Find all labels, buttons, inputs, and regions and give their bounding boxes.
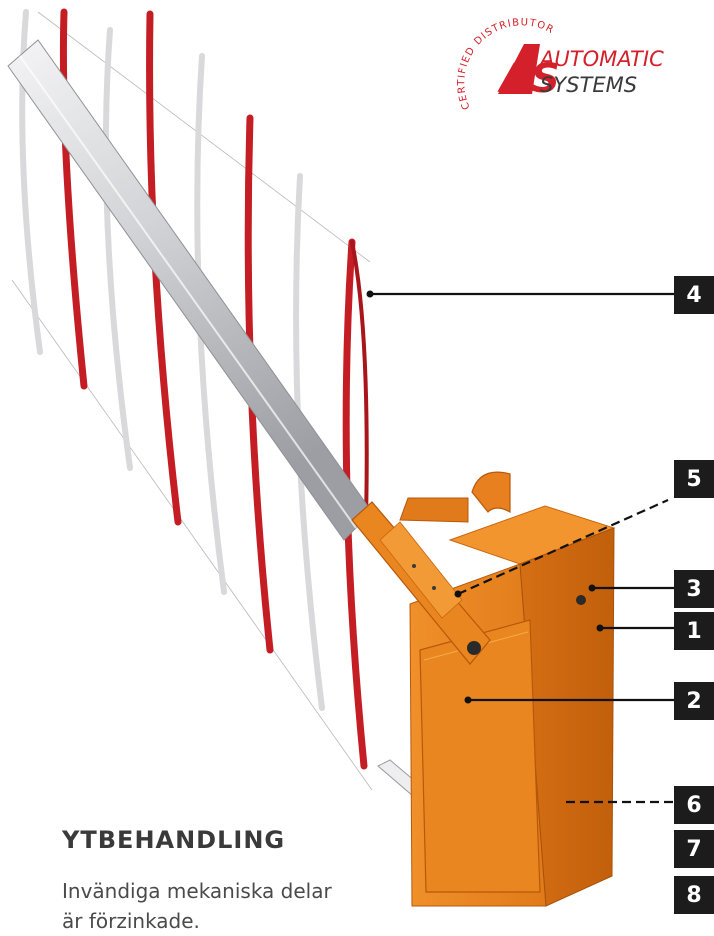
callout-badge-1: 1 xyxy=(674,612,714,650)
callout-leaders xyxy=(370,292,674,804)
lock-icon xyxy=(576,595,586,605)
skirt-slat-red xyxy=(59,8,88,390)
section-heading: YTBEHANDLING xyxy=(62,826,286,854)
skirt-guide-lines xyxy=(11,11,373,791)
skirt-slat-red xyxy=(350,240,369,522)
logo-monogram: AS xyxy=(497,56,560,102)
logo-word-systems: SYSTEMS xyxy=(540,73,637,97)
callout-badge-2: 2 xyxy=(674,682,714,720)
barrier-cabinet xyxy=(351,471,616,907)
callout-badge-7: 7 xyxy=(674,830,714,868)
callout-badge-3: 3 xyxy=(674,570,714,608)
callout-badge-4: 4 xyxy=(674,276,714,314)
logo-word-automatic: AUTOMATIC xyxy=(538,47,664,71)
company-logo: CERTIFIED DISTRIBUTOR AS AUTOMATIC SYSTE… xyxy=(456,17,664,111)
callout-badge-5: 5 xyxy=(674,460,714,498)
handle-loop xyxy=(471,471,511,514)
leader-5 xyxy=(457,498,669,596)
callout-badge-8: 8 xyxy=(674,876,714,914)
callout-badge-6: 6 xyxy=(674,786,714,824)
section-body-text: Invändiga mekaniska delar är förzinkade. xyxy=(62,879,332,933)
skirt-slat-white xyxy=(102,27,133,471)
skirt-slat-white xyxy=(19,9,43,355)
callout-dots xyxy=(366,290,604,704)
boom-arm xyxy=(7,39,373,541)
